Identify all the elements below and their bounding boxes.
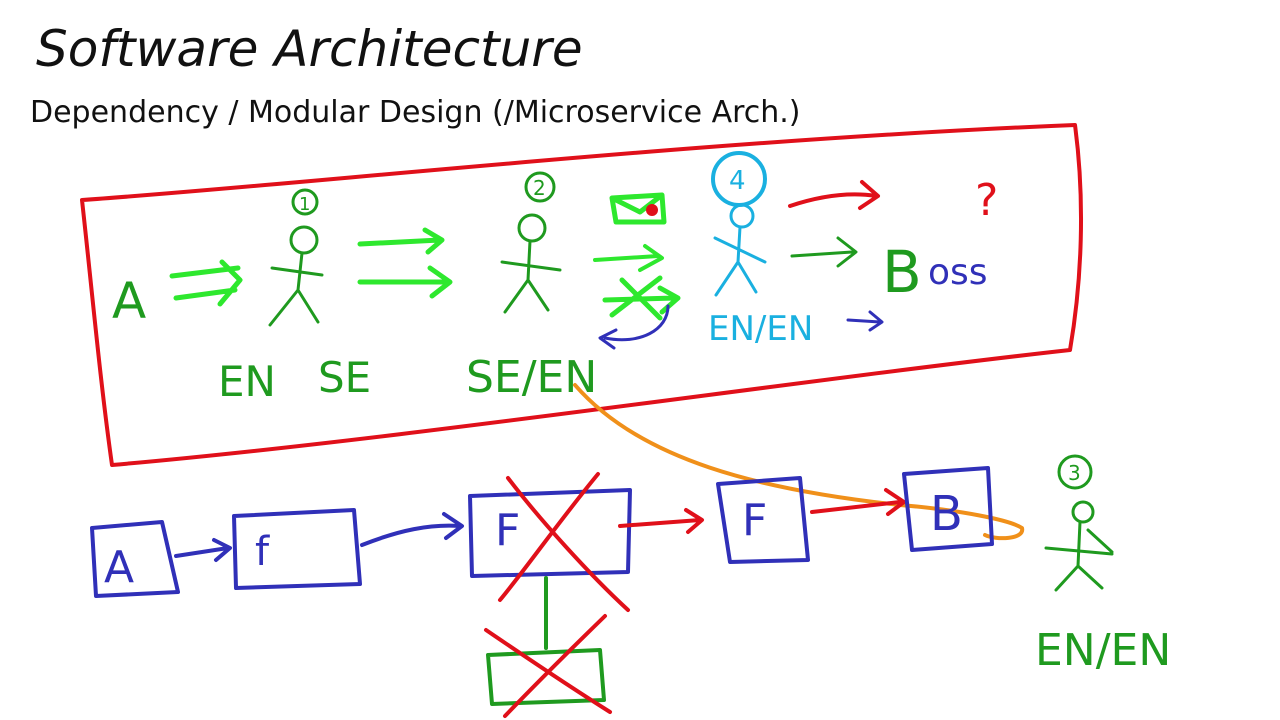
person2-stick-figure — [500, 213, 562, 314]
arrow-person4-to-boss — [790, 236, 858, 268]
person2-number: 2 — [533, 176, 546, 200]
green-dependency-box — [486, 648, 606, 706]
box-f1-label: f — [255, 529, 270, 575]
red-frame — [80, 123, 1083, 467]
box-f1 — [232, 508, 362, 590]
person4-number: 4 — [729, 166, 746, 196]
red-dot — [646, 204, 658, 216]
red-cross-f2 — [498, 472, 630, 612]
arrow-person2-to-person4 — [593, 244, 664, 272]
box-a — [90, 520, 180, 598]
person2-number-circle — [524, 171, 556, 203]
crossed-arrow — [602, 275, 681, 321]
page-title: Software Architecture — [36, 20, 583, 78]
blue-arrow-en-en — [846, 310, 884, 332]
blue-loop-arrow — [598, 304, 670, 350]
arrow-a-to-f — [174, 538, 232, 562]
arrow-f1-to-f2 — [360, 512, 464, 547]
label-en: EN — [218, 357, 276, 406]
red-arrow-f2-to-f3 — [618, 508, 704, 534]
box-a-label: A — [104, 542, 134, 593]
person1-number-circle — [291, 188, 319, 216]
person3-number-circle — [1057, 454, 1093, 490]
red-cross-dependency — [484, 614, 612, 718]
page-subtitle: Dependency / Modular Design (/Microservi… — [30, 95, 801, 130]
box-f2 — [468, 488, 632, 578]
boss-label-oss: oss — [928, 252, 988, 293]
person3-stick-figure — [1044, 500, 1114, 592]
envelope-icon — [609, 192, 667, 225]
box-f2-label: F — [495, 505, 520, 556]
box-b — [902, 466, 994, 552]
label-en-en: EN/EN — [708, 309, 813, 349]
source-label-a: A — [112, 272, 146, 330]
person1-stick-figure — [268, 225, 324, 327]
question-mark: ? — [975, 175, 998, 226]
person4-stick-figure — [713, 203, 767, 297]
label-se: SE — [318, 353, 371, 402]
person1-number: 1 — [299, 194, 310, 215]
arrow-person1-to-person2 — [357, 227, 453, 299]
box-f3 — [716, 476, 810, 564]
red-arrow-f3-to-b — [810, 488, 906, 516]
arrow-a-to-person1 — [169, 259, 243, 307]
red-arrow-to-question — [788, 180, 880, 210]
boss-label-b: B — [882, 238, 922, 306]
box-b-label: B — [930, 486, 963, 542]
person3-label: EN/EN — [1035, 625, 1171, 676]
person3-number: 3 — [1068, 461, 1081, 485]
box-f3-label: F — [742, 495, 767, 546]
label-se-en: SE/EN — [466, 352, 597, 403]
